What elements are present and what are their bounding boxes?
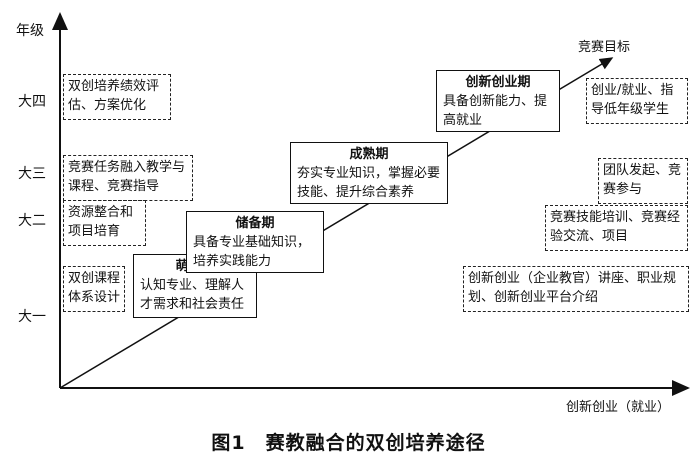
right-note-3: 团队发起、竞赛参与 — [598, 158, 688, 204]
stage-title: 储备期 — [235, 216, 275, 231]
grade-label-1: 大一 — [18, 309, 46, 325]
grade-label-2: 大二 — [18, 213, 46, 229]
x-axis-label: 创新创业（就业） — [566, 400, 671, 415]
stage-desc: 夯实专业知识，掌握必要技能、提升综合素养 — [297, 166, 441, 200]
right-note-1: 创新创业（企业教官）讲座、职业规划、创新创业平台介绍 — [463, 266, 689, 312]
right-note-2: 竞赛技能培训、竞赛经验交流、项目 — [545, 205, 688, 251]
stage-desc: 认知专业、理解人才需求和社会责任 — [140, 278, 245, 312]
stage-title: 创新创业期 — [465, 75, 531, 90]
left-note-1: 双创课程体系设计 — [63, 266, 125, 312]
y-axis-label: 年级 — [16, 23, 44, 39]
stage-box-4: 创新创业期 具备创新能力、提高就业 — [436, 70, 560, 132]
stage-desc: 具备创新能力、提高就业 — [443, 94, 548, 128]
left-note-2: 资源整合和项目培育 — [63, 200, 146, 246]
right-note-4: 创业/就业、指导低年级学生 — [586, 78, 688, 124]
stage-box-3: 成熟期 夯实专业知识，掌握必要技能、提升综合素养 — [290, 142, 448, 204]
stage-box-2: 储备期 具备专业基础知识，培养实践能力 — [186, 211, 324, 273]
grade-label-3: 大三 — [18, 166, 46, 182]
grade-label-4: 大四 — [18, 94, 46, 110]
stage-title: 成熟期 — [349, 147, 389, 162]
goal-label: 竞赛目标 — [578, 40, 631, 55]
left-note-3: 竞赛任务融入教学与课程、竞赛指导 — [63, 155, 193, 201]
figure-caption: 图1 赛教融合的双创培养途径 — [211, 432, 486, 454]
left-note-4: 双创培养绩效评估、方案优化 — [63, 74, 171, 120]
stage-desc: 具备专业基础知识，培养实践能力 — [193, 235, 311, 269]
